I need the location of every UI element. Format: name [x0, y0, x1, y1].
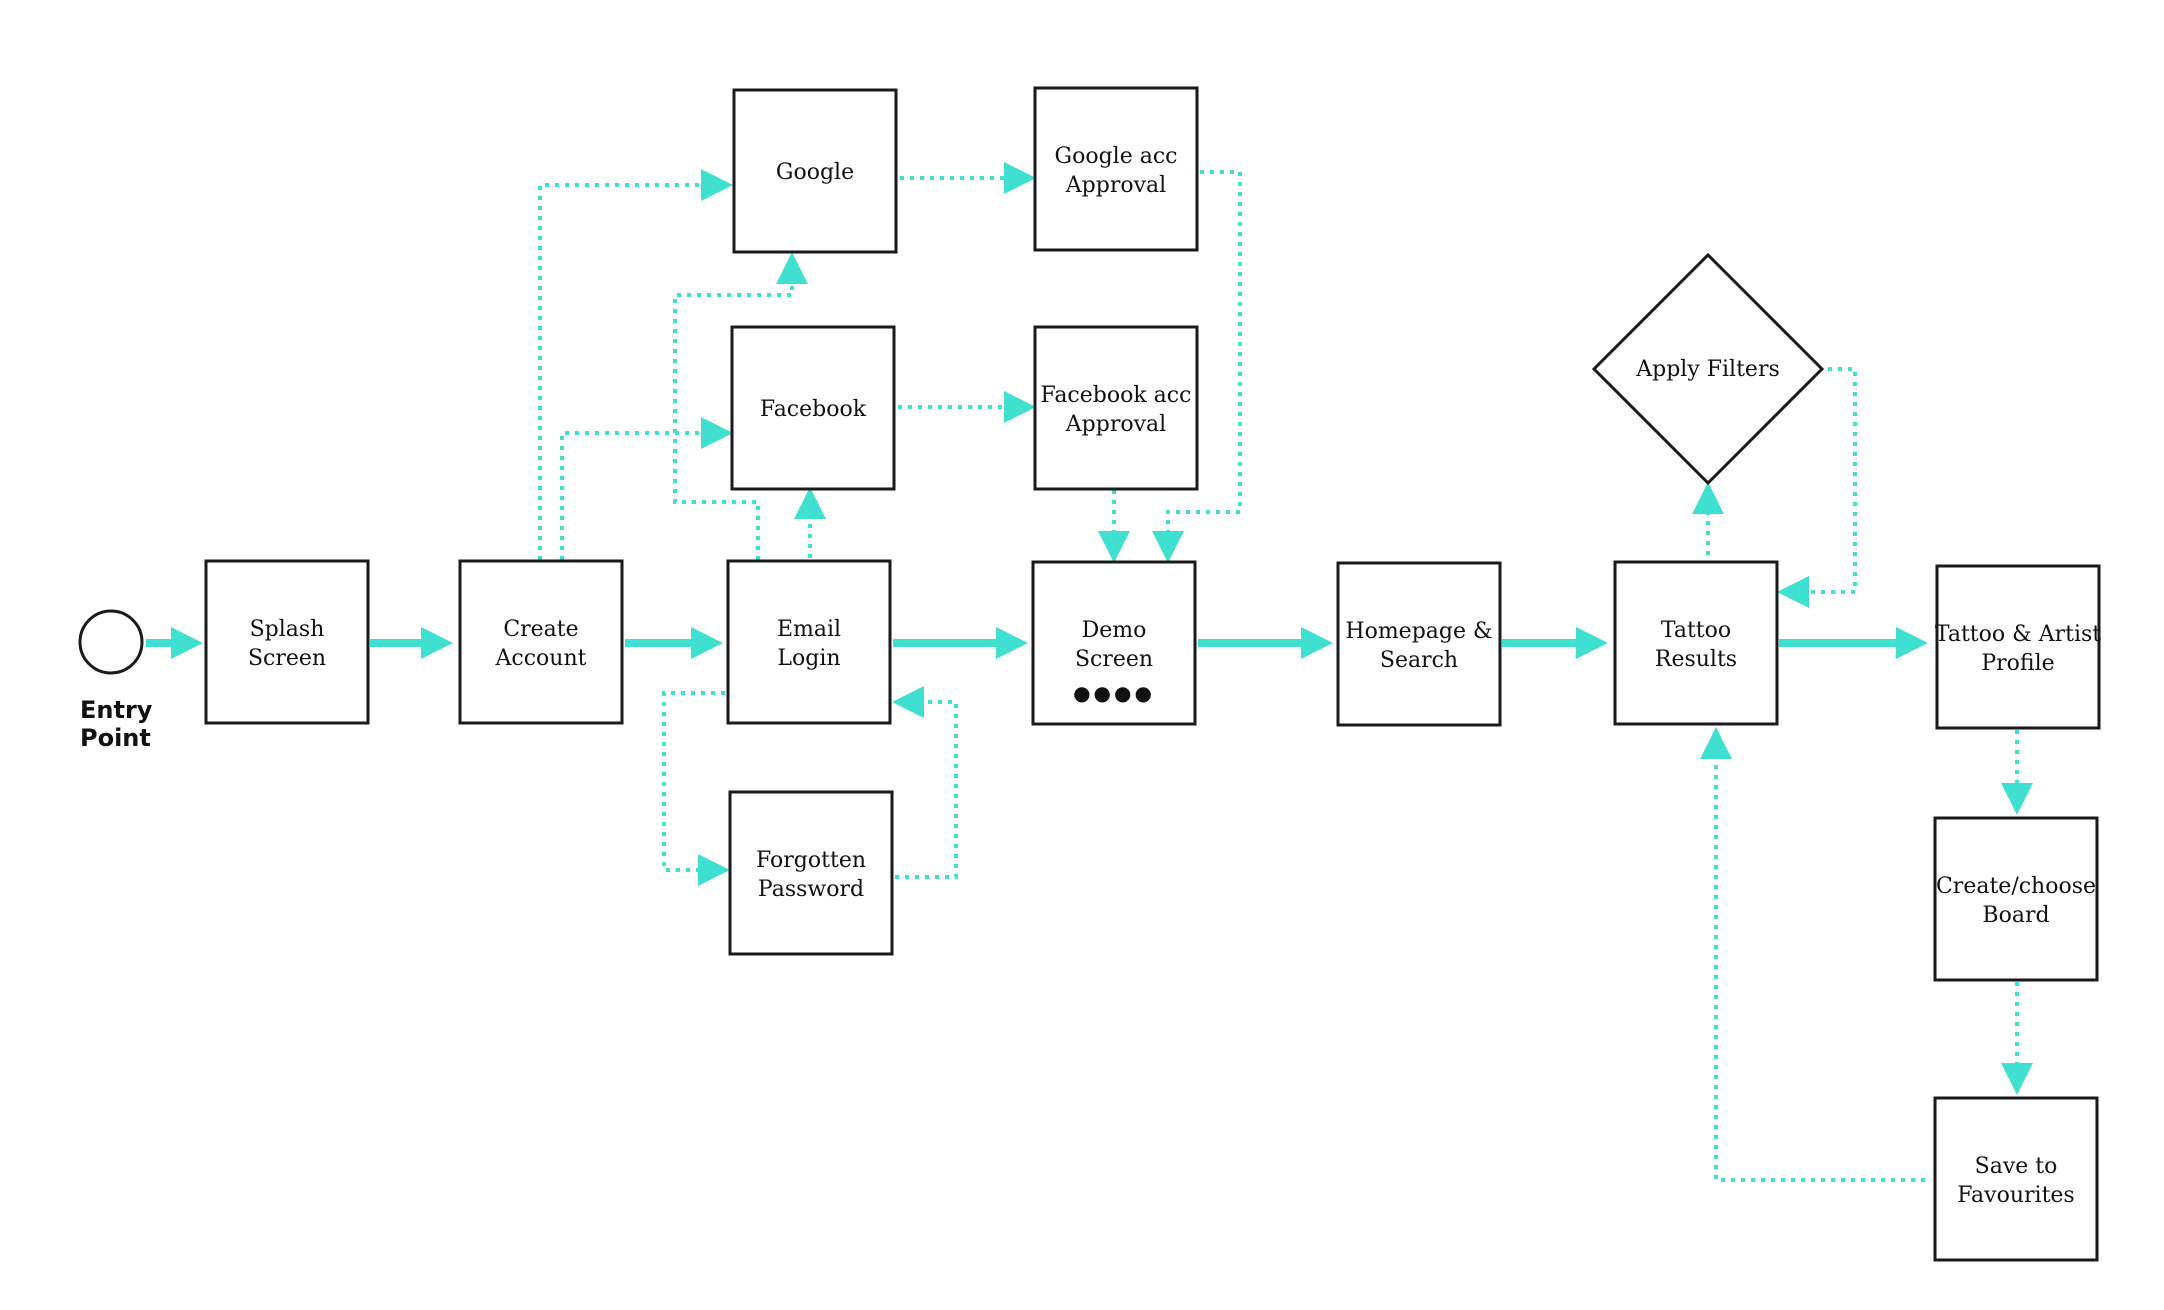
node-create-choose-board: Create/choose Board: [1933, 816, 2099, 982]
node-label-line1: Forgotten: [756, 848, 866, 873]
entry-point-label-line1: Entry: [80, 696, 153, 724]
connector-email-login-to-google: [673, 252, 808, 560]
node-label-line1: Google acc: [1055, 144, 1178, 169]
node-google: Google: [732, 88, 898, 254]
connector-forgotten-password-to-email-login: [892, 686, 958, 879]
entry-point-circle: [78, 609, 144, 675]
node-box: [728, 790, 894, 956]
node-save-to-favourites: Save to Favourites: [1933, 1096, 2099, 1262]
node-google-acc-approval: Google acc Approval: [1033, 86, 1199, 252]
node-label-line2: Approval: [1065, 173, 1166, 198]
pagination-dots-indicator: ●●●●: [1073, 681, 1155, 705]
node-tattoo-artist-profile: Tattoo & Artist Profile: [1935, 564, 2101, 730]
node-label-line2: Favourites: [1957, 1183, 2074, 1208]
node-box: [1336, 561, 1502, 727]
node-splash-screen: Splash Screen: [204, 559, 370, 725]
node-label-line1: Facebook: [760, 397, 867, 422]
node-box: [1031, 560, 1197, 726]
decision-diamond: [1591, 252, 1825, 486]
node-email-login: Email Login: [726, 559, 892, 725]
entry-point: Entry Point: [78, 609, 153, 752]
node-create-account: Create Account: [458, 559, 624, 725]
node-label-line2: Results: [1655, 647, 1737, 672]
node-label-line2: Account: [495, 646, 587, 671]
node-label-line2: Profile: [1981, 651, 2054, 676]
node-label-line1: Demo: [1082, 618, 1147, 643]
node-label-line1: Google: [776, 160, 854, 185]
node-label-line1: Homepage &: [1345, 619, 1492, 644]
node-tattoo-results: Tattoo Results: [1613, 560, 1779, 726]
connector-email-login-to-forgotten-password: [662, 691, 730, 886]
node-demo-screen: Demo Screen ●●●●: [1031, 560, 1197, 726]
node-label-line1: Facebook acc: [1041, 383, 1192, 408]
node-label-line1: Apply Filters: [1635, 357, 1780, 382]
node-box: [1933, 816, 2099, 982]
secondary-flow-connectors: [538, 162, 2033, 1182]
node-box: [1033, 86, 1199, 252]
node-box: [1033, 325, 1199, 491]
node-label-line2: Search: [1380, 648, 1458, 673]
node-box: [458, 559, 624, 725]
node-box: [1933, 1096, 2099, 1262]
node-homepage-search: Homepage & Search: [1336, 561, 1502, 727]
node-apply-filters: Apply Filters: [1591, 252, 1825, 486]
node-label-line2: Login: [777, 646, 840, 671]
node-box: [730, 325, 896, 491]
node-label-line1: Email: [777, 617, 841, 642]
node-label-line2: Board: [1982, 903, 2049, 928]
node-label-line2: Screen: [248, 646, 326, 671]
node-label-line1: Splash: [250, 617, 325, 642]
node-box: [726, 559, 892, 725]
connector-create-account-to-google: [538, 169, 733, 560]
node-box: [732, 88, 898, 254]
node-label-line2: Screen: [1075, 647, 1153, 672]
node-facebook: Facebook: [730, 325, 896, 491]
connector-create-account-to-facebook: [560, 417, 733, 560]
node-label-line2: Password: [758, 877, 864, 902]
connector-filters-to-tattoo-results: [1777, 367, 1857, 608]
node-label-line1: Tattoo & Artist: [1935, 622, 2101, 647]
node-label-line1: Save to: [1975, 1154, 2058, 1179]
connector-save-favourites-to-tattoo-results: [1700, 727, 1925, 1182]
connector-google-approval-to-demo: [1152, 170, 1242, 563]
entry-point-label-line2: Point: [80, 724, 151, 752]
node-box: [1935, 564, 2101, 730]
node-facebook-acc-approval: Facebook acc Approval: [1033, 325, 1199, 491]
node-label-line2: Approval: [1065, 412, 1166, 437]
node-box: [204, 559, 370, 725]
node-box: [1613, 560, 1779, 726]
node-label-line1: Create/choose: [1936, 874, 2096, 899]
node-forgotten-password: Forgotten Password: [728, 790, 894, 956]
node-label-line1: Tattoo: [1661, 618, 1731, 643]
node-label-line1: Create: [503, 617, 578, 642]
